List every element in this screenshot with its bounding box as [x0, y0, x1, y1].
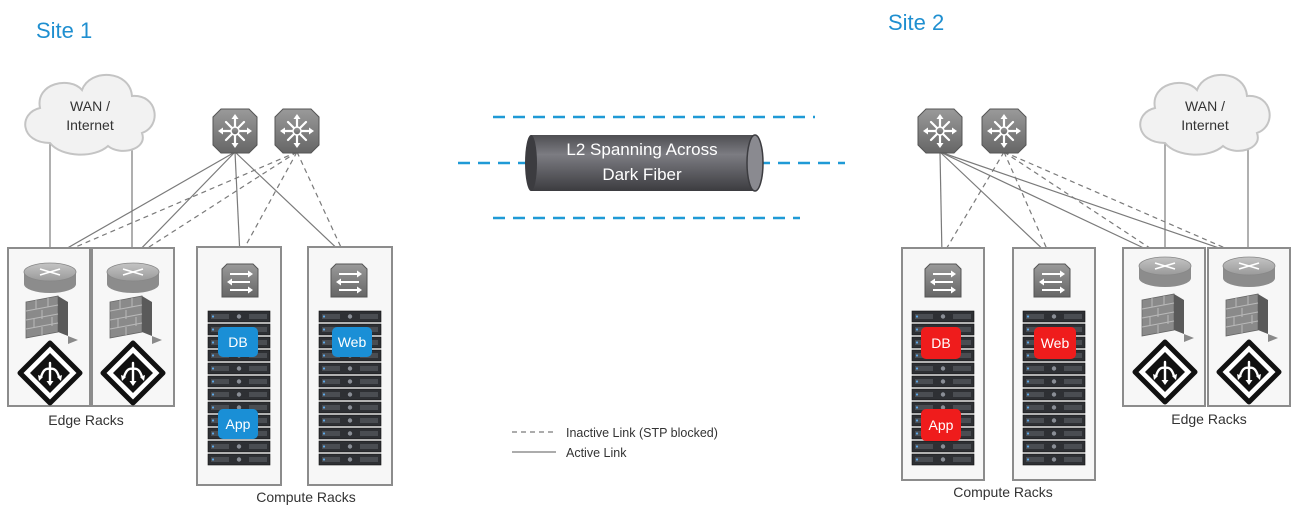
server-unit-icon [1022, 440, 1086, 453]
fiber-label-line2: Dark Fiber [602, 165, 682, 184]
site-1-app-label: App [226, 416, 251, 432]
interconnect: L2 Spanning Across Dark Fiber [458, 115, 845, 220]
server-unit-icon [207, 362, 271, 375]
server-unit-icon [911, 453, 975, 466]
site-2-web-label: Web [1041, 335, 1070, 351]
app-badge: App [921, 409, 961, 441]
site-2-title: Site 2 [888, 10, 944, 35]
site-1-edge-racks: Edge Racks [7, 247, 175, 428]
core-switch-icon [273, 107, 321, 155]
fiber-tube: L2 Spanning Across Dark Fiber [525, 134, 764, 192]
fiber-lines [458, 115, 845, 220]
site-2-edge-label: Edge Racks [1171, 411, 1246, 427]
web-badge: Web [1034, 327, 1076, 359]
server-unit-icon [318, 414, 382, 427]
site-1-wan-cloud: WAN / Internet [24, 73, 156, 156]
core-switch-icon [916, 107, 964, 155]
server-unit-icon [911, 310, 975, 323]
db-badge: DB [921, 327, 961, 359]
tor-switch-icon [330, 263, 368, 298]
site-2-links [939, 140, 1249, 259]
tor-switch-icon [924, 263, 962, 298]
server-unit-icon [207, 310, 271, 323]
app-badge: App [218, 409, 258, 439]
web-badge: Web [332, 327, 372, 357]
site-2-edge-racks: Edge Racks [1122, 247, 1291, 427]
legend-active-label: Active Link [566, 446, 627, 460]
site-1-edge-label: Edge Racks [48, 412, 123, 428]
server-unit-icon [318, 453, 382, 466]
router-icon [106, 262, 160, 294]
server-unit-icon [318, 427, 382, 440]
server-unit-icon [1022, 310, 1086, 323]
site-1-compute-racks: DB App Web Compute Racks [196, 246, 393, 505]
server-unit-icon [318, 362, 382, 375]
server-unit-icon [318, 440, 382, 453]
site-2-db-label: DB [931, 335, 950, 351]
site-1-db-label: DB [228, 334, 247, 350]
server-unit-icon [207, 375, 271, 388]
site-1-cloud-line2: Internet [66, 117, 114, 133]
cloud-icon [24, 73, 156, 156]
server-unit-icon [911, 440, 975, 453]
site-2-app-label: App [929, 417, 954, 433]
core-switch-icon [980, 107, 1028, 155]
server-unit-icon [207, 440, 271, 453]
server-unit-icon [911, 362, 975, 375]
site-1-title: Site 1 [36, 18, 92, 43]
site-2: Site 2 WAN / Internet [888, 10, 1291, 500]
server-unit-icon [1022, 414, 1086, 427]
server-unit-icon [1022, 427, 1086, 440]
site-2-compute-label: Compute Racks [953, 484, 1053, 500]
tor-switch-icon [1033, 263, 1071, 298]
legend: Inactive Link (STP blocked) Active Link [512, 426, 718, 460]
site-2-cloud-line2: Internet [1181, 117, 1229, 133]
server-unit-icon [1022, 375, 1086, 388]
server-unit-icon [911, 375, 975, 388]
cloud-icon [1139, 73, 1271, 156]
legend-inactive-label: Inactive Link (STP blocked) [566, 426, 718, 440]
site-2-cloud-line1: WAN / [1185, 98, 1225, 114]
server-unit-icon [207, 453, 271, 466]
site-1-web-label: Web [338, 334, 367, 350]
core-switch-icon [211, 107, 259, 155]
site-1-cloud-line1: WAN / [70, 98, 110, 114]
server-unit-icon [911, 388, 975, 401]
server-unit-icon [318, 375, 382, 388]
server-unit-icon [1022, 362, 1086, 375]
tor-switch-icon [221, 263, 259, 298]
site-1: Site 1 WAN / Internet [7, 18, 393, 505]
server-unit-icon [1022, 388, 1086, 401]
server-unit-icon [207, 388, 271, 401]
server-unit-icon [318, 401, 382, 414]
router-icon [23, 262, 77, 294]
server-unit-icon [1022, 453, 1086, 466]
db-badge: DB [218, 327, 258, 357]
site-2-compute-racks: DB App Web Compute Racks [901, 247, 1096, 500]
server-unit-icon [318, 310, 382, 323]
site-2-wan-cloud: WAN / Internet [1139, 73, 1271, 156]
router-icon [1222, 256, 1276, 288]
server-unit-icon [318, 388, 382, 401]
site-1-links [49, 140, 346, 259]
site-1-compute-label: Compute Racks [256, 489, 356, 505]
server-unit-icon [1022, 401, 1086, 414]
fiber-label-line1: L2 Spanning Across [566, 140, 717, 159]
router-icon [1138, 256, 1192, 288]
